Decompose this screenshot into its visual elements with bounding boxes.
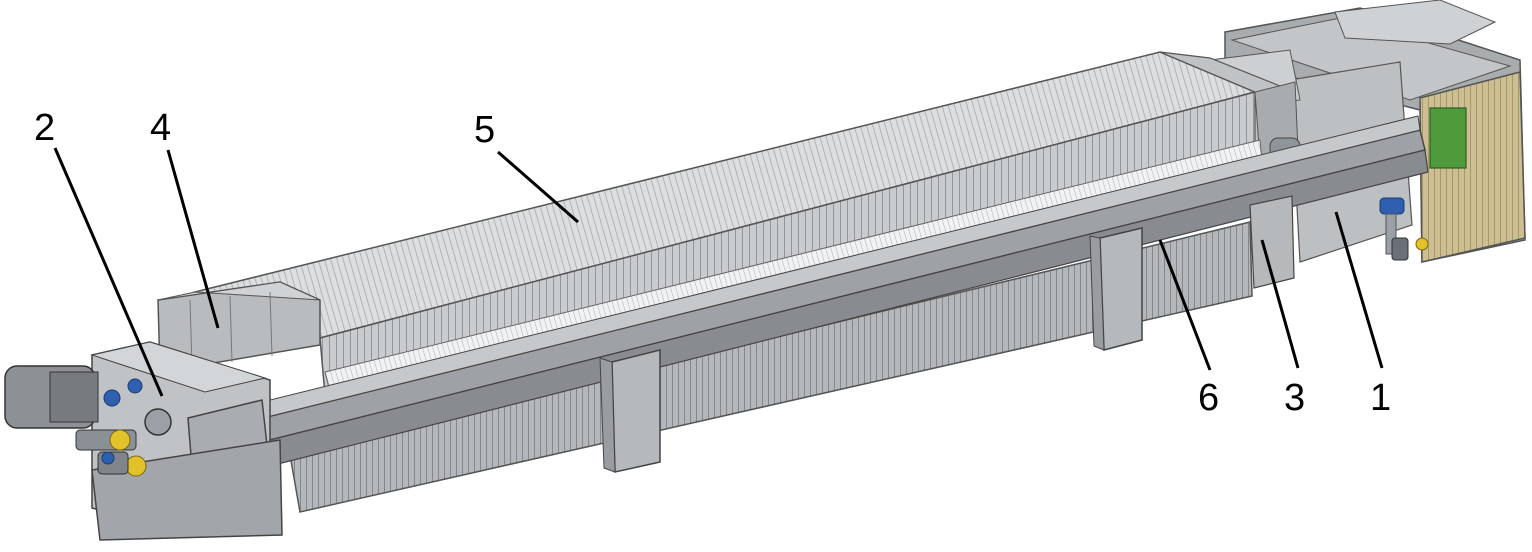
callout-labels: 2 4 5 6 3 1 (34, 107, 1391, 419)
leader-line-2 (53, 147, 164, 397)
callout-1: 1 (1370, 377, 1391, 419)
support-legs (599, 195, 1295, 473)
leader-line-4 (166, 149, 220, 329)
leader-line-3 (1260, 239, 1300, 369)
left-head-frame (4, 341, 283, 541)
leader-line-6 (1158, 239, 1212, 371)
lower-plate-curtain (289, 221, 1253, 513)
callout-leaders (53, 147, 1384, 397)
leader-line-5 (497, 150, 579, 224)
callout-6: 6 (1198, 377, 1219, 419)
left-cylinder-box (157, 281, 321, 373)
valve-yellow-icon (109, 429, 131, 451)
valve-blue-icon (1379, 197, 1405, 215)
callout-2: 2 (34, 107, 55, 149)
filter-press-body (4, 0, 1526, 541)
callout-4: 4 (150, 107, 171, 149)
leader-line-1 (1334, 211, 1384, 369)
callout-3: 3 (1284, 377, 1305, 419)
valve-blue-icon (103, 389, 121, 407)
motor-green-icon (1429, 107, 1467, 169)
callout-5: 5 (474, 109, 495, 151)
